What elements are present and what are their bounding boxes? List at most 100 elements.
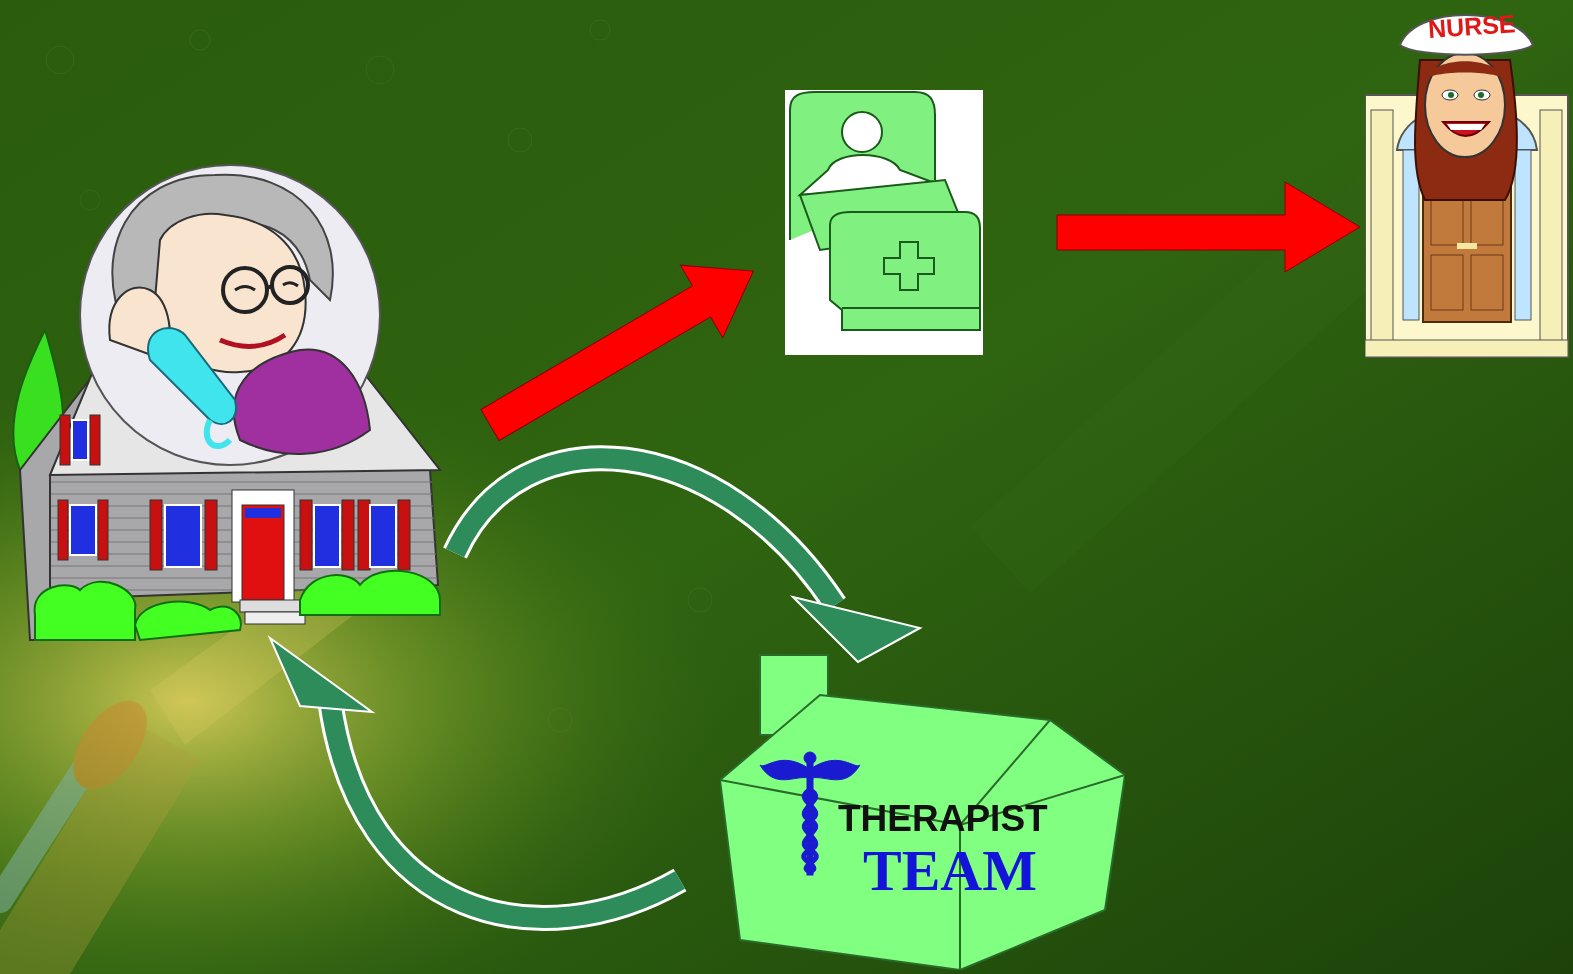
home-house-part-part <box>60 415 70 465</box>
grandma-portrait-part <box>283 283 298 286</box>
green-cycle-arrow-part <box>455 458 835 605</box>
team-label: TEAM <box>863 842 1063 900</box>
home-house-part-part <box>370 505 396 567</box>
green-cycle-arrow <box>455 458 920 662</box>
home-house-part-part <box>314 505 340 567</box>
grandma-portrait <box>80 165 380 465</box>
therapist-house-outline-part-part <box>760 760 808 779</box>
therapist-house-outline-part-part <box>812 760 860 779</box>
home-house-part <box>35 571 440 640</box>
nurse-figure-outline-part <box>1447 124 1485 130</box>
home-house-part-part <box>35 582 136 640</box>
home-house-part-part <box>165 505 201 567</box>
grandma-portrait-part <box>235 287 255 291</box>
background-part-part <box>46 46 74 74</box>
nurse-figure-outline-part <box>1365 340 1568 357</box>
home-house-part <box>232 490 294 602</box>
grandma-portrait-part <box>80 165 380 465</box>
home-house-part-part <box>32 482 432 483</box>
syringe-watermark-part <box>58 688 161 802</box>
nurse-figure-outline-part <box>1448 92 1454 98</box>
therapist-house: THERAPIST TEAM <box>720 650 1125 970</box>
green-cycle-arrow <box>270 638 680 918</box>
home-house-part-part <box>58 500 68 560</box>
home-house-part-part <box>300 571 440 615</box>
syringe-watermark <box>0 200 1400 974</box>
grandma-portrait-part <box>148 328 236 424</box>
hospital-bed-part <box>842 112 882 152</box>
background-part-part <box>590 20 610 40</box>
home-house-part-part <box>205 500 217 570</box>
home-house-part-part <box>90 415 100 465</box>
home-house-part <box>240 600 300 612</box>
green-cycle-arrow-part <box>270 638 372 712</box>
background-part-part <box>688 588 712 612</box>
nurse-figure-outline-part <box>1443 122 1489 136</box>
therapist-house-outline-part-part <box>804 752 816 764</box>
home-house-part-part <box>300 500 312 570</box>
nurse-figure-outline-part <box>1371 110 1393 350</box>
hospital-bed-part <box>830 212 980 330</box>
red-arrow <box>1057 182 1360 272</box>
hospital-bed-part <box>785 90 983 355</box>
green-cycle-arrow-part <box>455 458 835 605</box>
nurse-figure-outline-part <box>1515 150 1531 320</box>
background-part-part <box>80 190 100 210</box>
home-house-part <box>245 508 281 518</box>
nurse-figure-outline-part <box>1471 200 1503 245</box>
home-house-part <box>245 612 305 624</box>
background-part-part <box>548 708 572 732</box>
nurse-figure-outline-part <box>1442 90 1458 100</box>
background-part-part <box>508 128 532 152</box>
nurse-figure-outline-part <box>1431 255 1463 310</box>
hospital-bed <box>785 90 983 355</box>
red-arrow <box>469 235 775 461</box>
grandma-portrait-part <box>272 267 308 303</box>
therapist-house-outline-part-part <box>804 790 816 872</box>
cap-label: NURSE <box>1427 11 1519 42</box>
nurse-figure-outline-part <box>1365 95 1568 357</box>
syringe-watermark-part <box>0 760 90 900</box>
red-arrow-part <box>1057 182 1360 272</box>
home-house-part-part <box>70 505 96 555</box>
nurse-figure: NURSE <box>1365 0 1570 360</box>
home-house-part-part <box>398 500 410 570</box>
home-house-part-part <box>342 500 354 570</box>
grandma-portrait-part <box>207 420 230 446</box>
grandma-portrait-part <box>220 335 285 346</box>
grandma-portrait-part <box>223 268 267 312</box>
hospital-bed-part <box>884 242 934 290</box>
hospital-bed-part <box>842 307 980 309</box>
nurse-figure-outline-part <box>1474 90 1490 100</box>
background-part-part <box>190 30 210 50</box>
home-house-part-part <box>135 602 241 640</box>
green-cycle-arrow-part <box>330 700 680 918</box>
home-house-part-part <box>150 500 162 570</box>
home-house-part <box>242 505 284 600</box>
therapist-house-outline-part <box>720 695 1125 970</box>
nurse-figure-outline-part <box>1478 92 1484 98</box>
nurse-figure-outline-part <box>1471 255 1503 310</box>
nurse-figure-outline-part <box>1540 110 1562 350</box>
green-cycle-arrow-part <box>793 597 920 662</box>
nurse-figure-outline-part <box>1423 61 1507 80</box>
nurse-figure-outline-part <box>1431 200 1463 245</box>
grandma-portrait-part <box>234 350 370 454</box>
therapist-house-outline-part-part <box>804 790 816 872</box>
background-part <box>46 20 712 732</box>
grandma-portrait-part <box>267 286 272 288</box>
green-cycle-arrow-part <box>330 700 680 918</box>
team-heading: THERAPIST <box>838 800 1068 837</box>
background-part-part <box>366 56 394 84</box>
home-house-part-part <box>98 500 108 560</box>
home-house-part-part <box>358 500 370 570</box>
syringe-watermark-part <box>1000 200 1400 560</box>
home-house-part-part <box>72 420 88 460</box>
nurse-figure-outline-part <box>1457 243 1477 249</box>
